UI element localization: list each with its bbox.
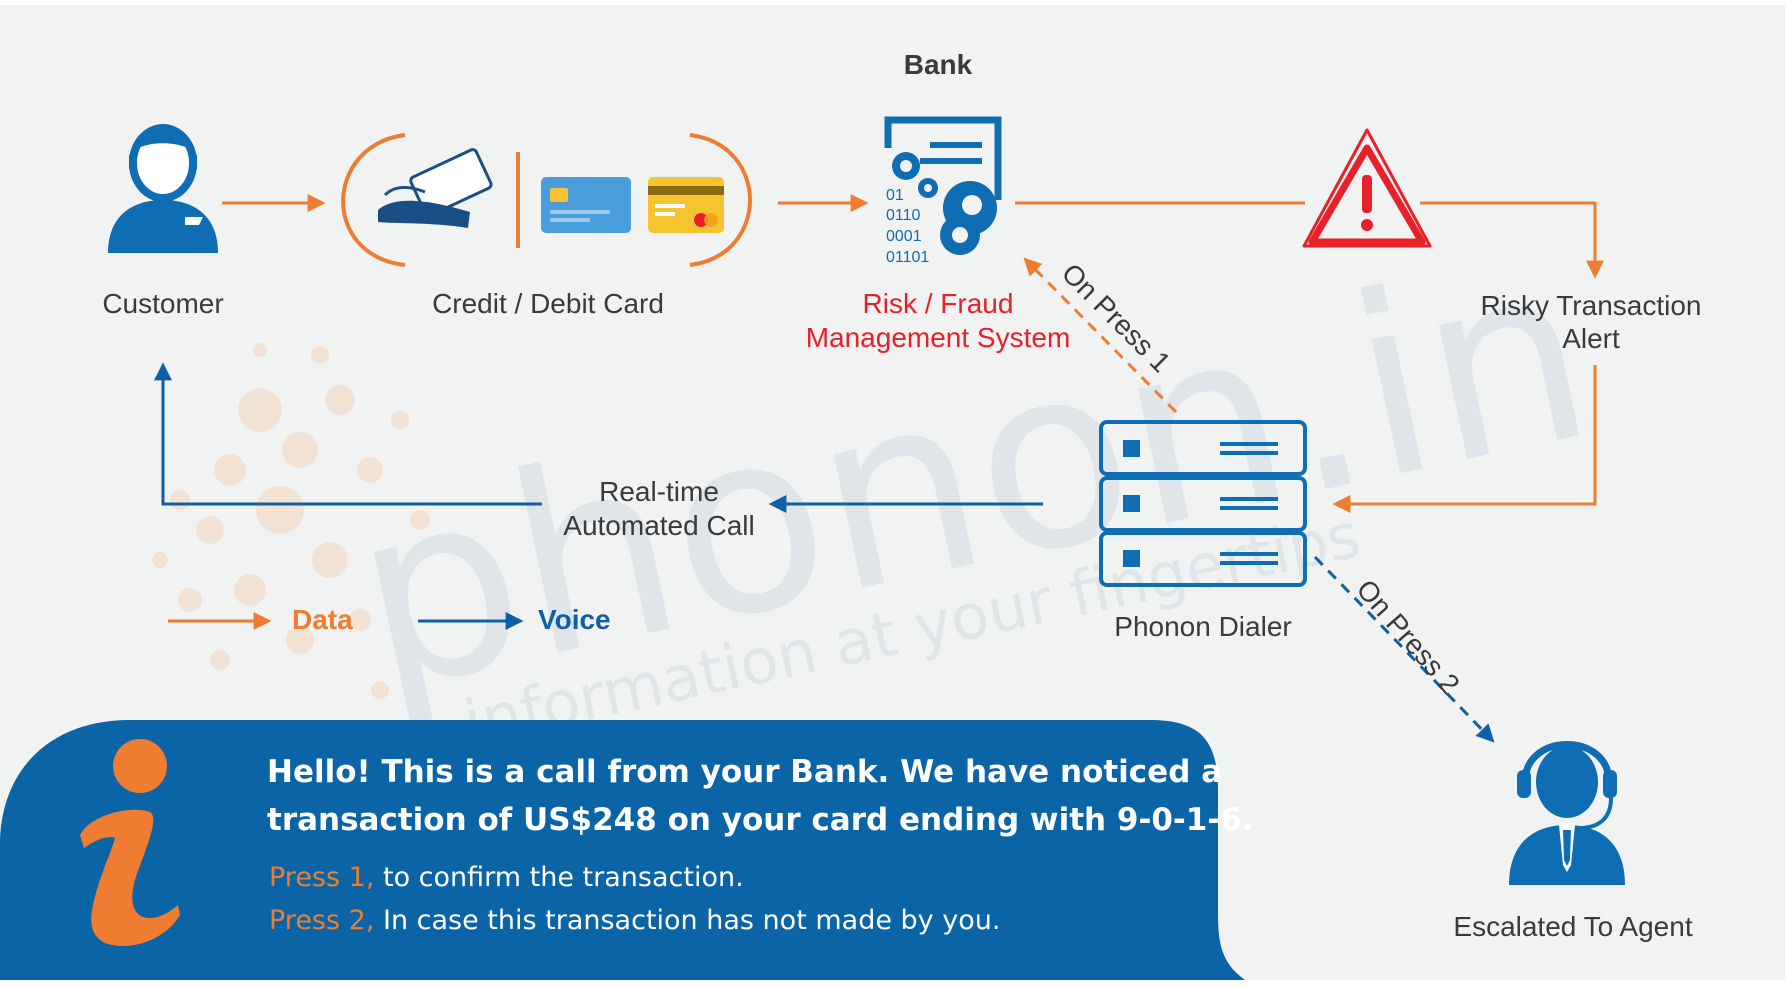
option1-key: Press 1, — [269, 862, 374, 893]
risk-label-line1: Risk / Fraud — [863, 288, 1014, 319]
option1-text: to confirm the transaction. — [374, 862, 743, 893]
message-option2: Press 2, In case this transaction has no… — [269, 905, 1000, 936]
arrow-alert-down — [1420, 201, 1604, 279]
message-banner: Hello! This is a call from your Bank. We… — [0, 720, 1254, 980]
gear-code-2: 0001 — [886, 228, 922, 245]
call-label-line2: Automated Call — [563, 510, 754, 541]
customer-icon — [108, 124, 218, 253]
card-label: Credit / Debit Card — [432, 288, 664, 319]
arrow-call-to-customer — [154, 362, 542, 506]
arrow-press2 — [1313, 555, 1495, 743]
risk-label-line2: Management System — [806, 322, 1071, 353]
risk-system-icon: 01 0110 0001 01101 — [884, 116, 1002, 266]
alert-label-line1: Risky Transaction — [1481, 290, 1702, 321]
arrow-press1 — [1023, 257, 1178, 414]
credit-card-blue-icon — [541, 177, 631, 233]
data-flow-arrows — [168, 194, 1604, 630]
card-bracket-right — [689, 133, 752, 267]
gear-code-1: 0110 — [886, 207, 921, 224]
option2-key: Press 2, — [269, 905, 374, 936]
alert-triangle-icon — [1302, 128, 1432, 248]
watermark-dots — [152, 343, 430, 699]
card-group — [341, 133, 752, 267]
call-label-line1: Real-time — [599, 476, 719, 507]
dialer-server-icon — [1099, 420, 1307, 587]
legend-voice-label: Voice — [538, 604, 611, 635]
hand-card-icon — [378, 148, 493, 228]
message-line2: transaction of US$248 on your card endin… — [267, 802, 1254, 838]
voice-flow-arrows — [154, 362, 1495, 743]
customer-label: Customer — [102, 288, 223, 319]
card-bracket-left — [341, 133, 406, 267]
agent-label: Escalated To Agent — [1453, 911, 1692, 942]
alert-label-line2: Alert — [1562, 323, 1620, 354]
option2-text: In case this transaction has not made by… — [374, 905, 1000, 936]
gear-code-0: 01 — [886, 187, 904, 204]
message-line1: Hello! This is a call from your Bank. We… — [267, 754, 1222, 790]
agent-headset-icon — [1509, 741, 1625, 885]
message-option1: Press 1, to confirm the transaction. — [269, 862, 744, 893]
arrow-alert-to-dialer — [1332, 365, 1597, 513]
legend-data-label: Data — [292, 604, 353, 635]
dialer-label: Phonon Dialer — [1114, 611, 1291, 642]
credit-card-yellow-icon — [648, 177, 724, 233]
info-icon — [80, 739, 180, 946]
gear-code-3: 01101 — [886, 249, 929, 266]
bank-title: Bank — [904, 49, 973, 80]
